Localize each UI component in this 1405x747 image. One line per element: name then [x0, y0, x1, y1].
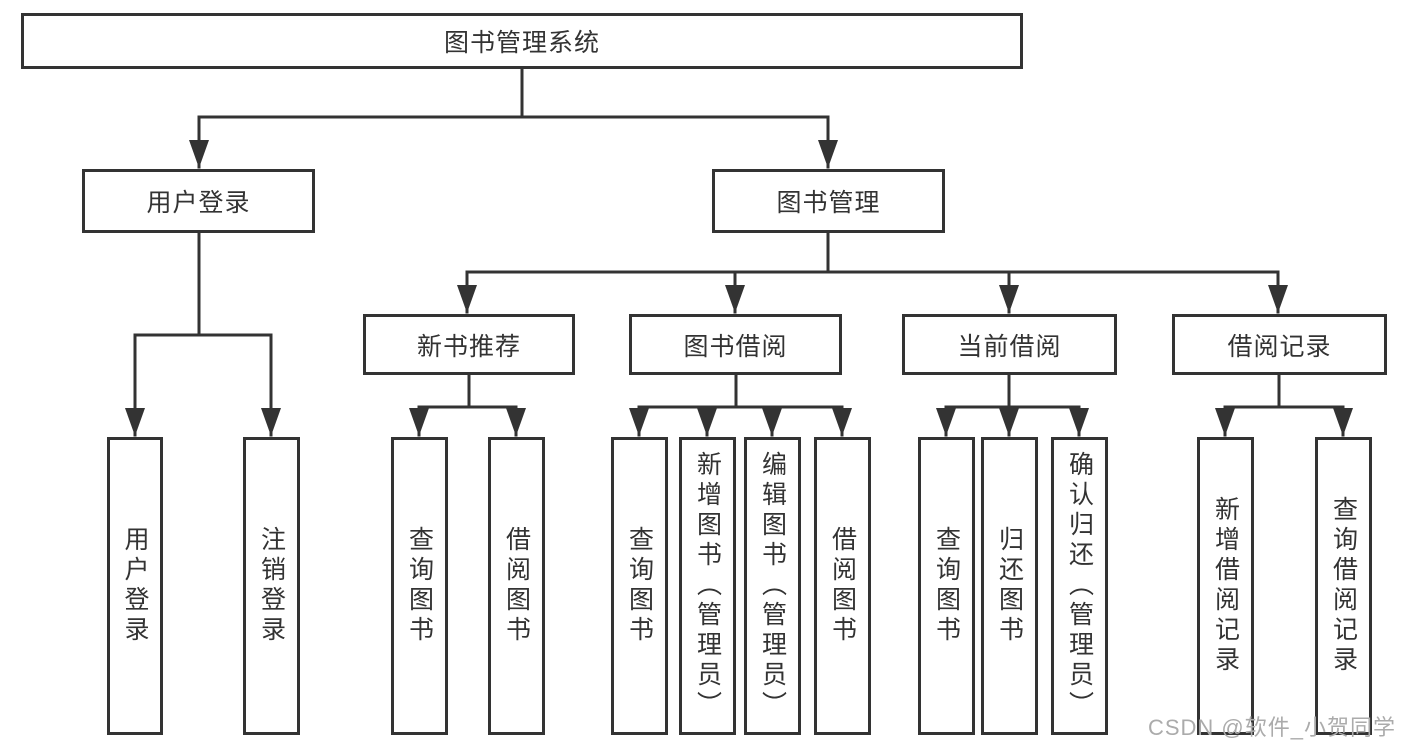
node-leaf-newrec-borrow-books-label: 借阅图书	[502, 526, 531, 646]
node-leaf-user-login-action-label: 用户登录	[121, 526, 149, 646]
node-borrow-records-label: 借阅记录	[1227, 332, 1332, 361]
node-leaf-borrow-borrow-books-label: 借阅图书	[828, 526, 857, 646]
node-leaf-current-return-books-label: 归还图书	[995, 526, 1024, 646]
node-leaf-borrow-add-books-admin-label: 新增图书（管理员）	[693, 451, 722, 721]
connector-current-borrow-children	[936, 373, 1089, 437]
node-leaf-newrec-query-books-label: 查询图书	[405, 526, 434, 646]
node-borrow-records: 借阅记录	[1172, 314, 1387, 375]
node-leaf-borrow-query-books: 查询图书	[611, 437, 668, 735]
node-current-borrow: 当前借阅	[902, 314, 1117, 375]
node-leaf-records-query-record: 查询借阅记录	[1315, 437, 1372, 735]
csdn-watermark: CSDN @软件_小贺同学	[1147, 715, 1396, 740]
node-new-book-recommend: 新书推荐	[363, 314, 575, 375]
node-root-system: 图书管理系统	[21, 13, 1023, 69]
connector-root-to-level2	[189, 67, 838, 169]
node-leaf-current-confirm-return-admin-label: 确认归还（管理员）	[1065, 451, 1094, 721]
node-leaf-newrec-query-books: 查询图书	[391, 437, 448, 735]
node-leaf-current-return-books: 归还图书	[981, 437, 1038, 735]
connector-borrow-records-children	[1215, 373, 1353, 437]
connector-user-login-children	[125, 231, 281, 437]
node-leaf-borrow-edit-books-admin-label: 编辑图书（管理员）	[758, 451, 787, 721]
node-book-borrow: 图书借阅	[629, 314, 842, 375]
node-new-book-recommend-label: 新书推荐	[416, 332, 521, 361]
node-root-system-label: 图书管理系统	[443, 29, 600, 57]
node-leaf-records-add-record-label: 新增借阅记录	[1211, 496, 1240, 676]
node-current-borrow-label: 当前借阅	[957, 332, 1062, 361]
connector-book-borrow-children	[629, 373, 852, 437]
node-leaf-logout-label: 注销登录	[257, 526, 286, 646]
node-book-borrow-label: 图书借阅	[683, 332, 788, 361]
node-user-login-module-label: 用户登录	[146, 189, 251, 217]
node-book-mgmt-module: 图书管理	[712, 169, 945, 233]
connector-new-book-rec-children	[409, 373, 526, 437]
node-leaf-borrow-query-books-label: 查询图书	[625, 526, 654, 646]
node-leaf-user-login-action: 用户登录	[107, 437, 163, 735]
node-leaf-current-query-books-label: 查询图书	[932, 526, 961, 646]
node-leaf-records-add-record: 新增借阅记录	[1197, 437, 1254, 735]
node-leaf-borrow-add-books-admin: 新增图书（管理员）	[679, 437, 736, 735]
connector-book-mgmt-to-level3	[457, 231, 1288, 314]
node-leaf-current-query-books: 查询图书	[918, 437, 975, 735]
node-leaf-newrec-borrow-books: 借阅图书	[488, 437, 545, 735]
node-leaf-borrow-borrow-books: 借阅图书	[814, 437, 871, 735]
node-user-login-module: 用户登录	[82, 169, 315, 233]
node-leaf-current-confirm-return-admin: 确认归还（管理员）	[1051, 437, 1108, 735]
node-leaf-records-query-record-label: 查询借阅记录	[1329, 496, 1358, 676]
node-leaf-borrow-edit-books-admin: 编辑图书（管理员）	[744, 437, 801, 735]
node-leaf-logout: 注销登录	[243, 437, 300, 735]
node-book-mgmt-module-label: 图书管理	[776, 189, 881, 217]
